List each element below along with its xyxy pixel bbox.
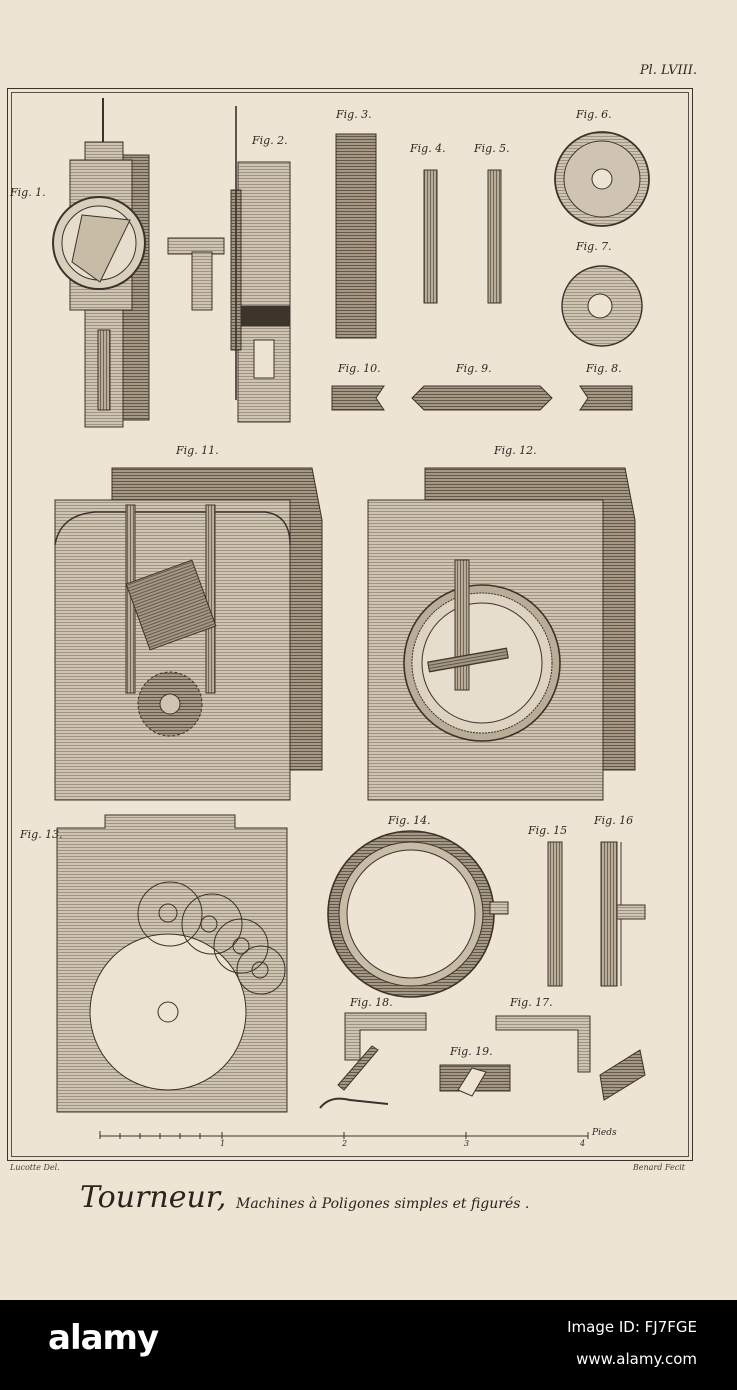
figure-16-label: Fig. 16 [594, 814, 634, 827]
figure-3-5-drawings [335, 133, 502, 339]
figure-15-16-drawings [547, 841, 646, 987]
figure-7-label: Fig. 7. [576, 240, 612, 253]
figure-14-label: Fig. 14. [388, 814, 431, 827]
scale-tick-3: 3 [464, 1139, 470, 1148]
figure-1-drawing [52, 98, 150, 428]
plate-title: Tourneur, [80, 1180, 227, 1215]
figure-8-label: Fig. 8. [586, 362, 622, 375]
figure-8-10-drawings [331, 385, 633, 411]
plate-border [7, 88, 693, 1161]
figure-10-label: Fig. 10. [338, 362, 381, 375]
figure-9-label: Fig. 9. [456, 362, 492, 375]
scale-unit: Pieds [592, 1128, 617, 1138]
figure-12-drawing [367, 467, 636, 801]
scale-tick-1: 1 [220, 1139, 226, 1148]
scale-tick-2: 2 [342, 1139, 348, 1148]
figure-19-label: Fig. 19. [450, 1045, 493, 1058]
scale-bar [99, 1131, 589, 1139]
figure-1-label: Fig. 1. [10, 186, 46, 199]
plate-subtitle: Machines à Poligones simples et figurés … [236, 1196, 530, 1212]
figure-4-label: Fig. 4. [410, 142, 446, 155]
figure-11-drawing [54, 467, 323, 801]
scale-tick-4: 4 [580, 1139, 586, 1148]
engraving-illustration [52, 98, 650, 1139]
alamy-logo[interactable]: alamy [48, 1318, 159, 1358]
figure-18-label: Fig. 18. [350, 996, 393, 1009]
figure-14-drawing [327, 830, 509, 998]
figure-13-drawing [56, 814, 288, 1113]
stock-footer-bar: alamy Image ID: FJ7FGE www.alamy.com [0, 1300, 737, 1390]
draftsman-credit: Lucotte Del. [10, 1163, 60, 1172]
figure-15-label: Fig. 15 [528, 824, 568, 837]
footer-url[interactable]: www.alamy.com [576, 1350, 697, 1368]
figure-17-label: Fig. 17. [510, 996, 553, 1009]
image-id: Image ID: FJ7FGE [567, 1318, 697, 1336]
figure-13-label: Fig. 13. [20, 828, 63, 841]
figure-3-label: Fig. 3. [336, 108, 372, 121]
plate-sheet: Pl. LVIII. [7, 63, 697, 1215]
engraver-credit: Benard Fecit [632, 1163, 685, 1172]
plate-inner-border [11, 92, 689, 1157]
figure-5-label: Fig. 5. [474, 142, 510, 155]
plate-number: Pl. LVIII. [639, 63, 697, 78]
figure-12-label: Fig. 12. [494, 444, 537, 457]
figure-6-label: Fig. 6. [576, 108, 612, 121]
figure-2-label: Fig. 2. [252, 134, 288, 147]
figure-6-7-drawings [554, 131, 650, 347]
figure-11-label: Fig. 11. [176, 444, 219, 457]
figure-2-drawing [167, 106, 291, 423]
figure-17-19-drawings [319, 1012, 646, 1109]
